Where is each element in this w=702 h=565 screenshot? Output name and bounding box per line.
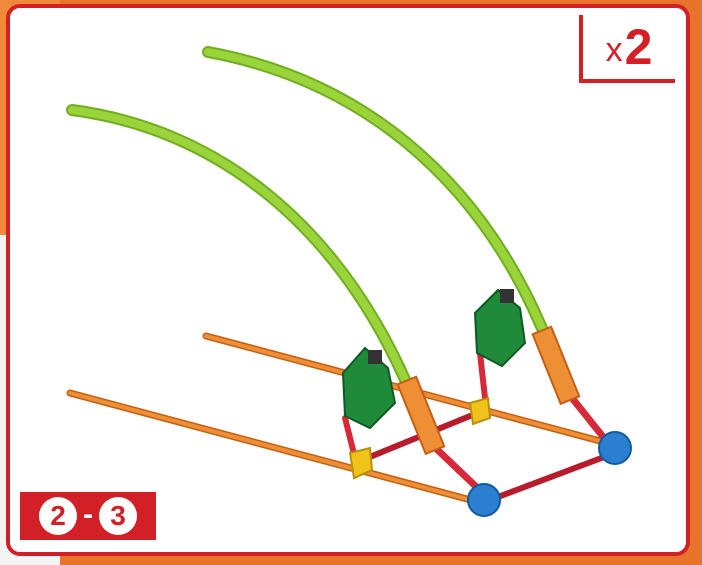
step-from: 2 <box>39 497 77 535</box>
quantity-count: 2 <box>625 18 653 76</box>
quantity-badge: x 2 <box>579 15 675 83</box>
step-badge: 2 - 3 <box>20 492 156 540</box>
blue-connectors <box>468 432 631 516</box>
quantity-prefix: x <box>606 31 623 70</box>
step-separator: - <box>83 498 93 532</box>
step-to: 3 <box>99 497 137 535</box>
instruction-panel: x 2 2 - 3 <box>6 4 690 556</box>
knex-model-illustration <box>10 8 686 552</box>
